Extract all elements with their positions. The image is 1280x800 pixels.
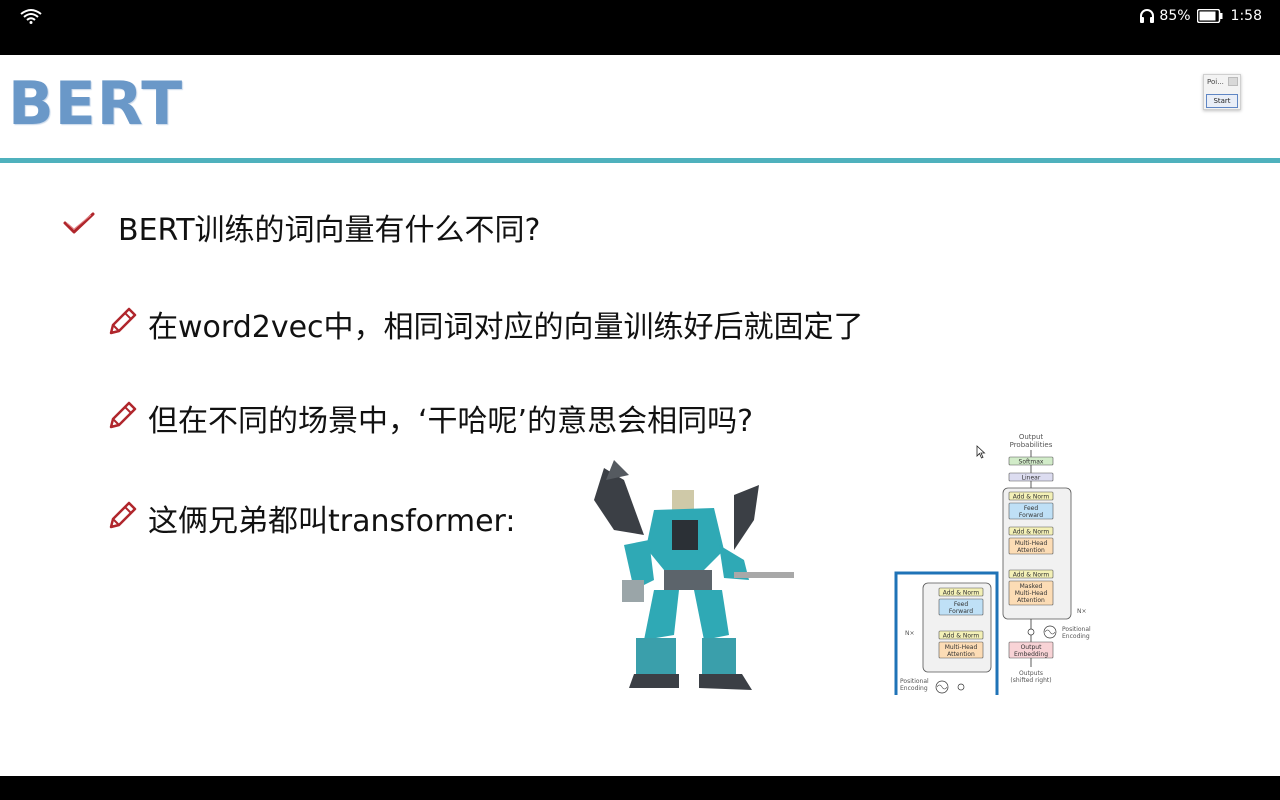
- diagram-label-add-norm: Add & Norm: [943, 633, 980, 640]
- diagram-label-softmax: Softmax: [1019, 459, 1044, 466]
- diagram-label-output-emb: Output: [1021, 644, 1042, 651]
- bullet-text-word2vec: 在word2vec中，相同词对应的向量训练好后就固定了: [148, 310, 864, 345]
- diagram-label-add-norm: Add & Norm: [1013, 572, 1050, 579]
- diagram-label-nx: N×: [1077, 608, 1087, 615]
- check-icon: [63, 212, 95, 234]
- status-indicators: 85% 1:58: [1139, 6, 1262, 26]
- transformer-architecture-diagram: Output Probabilities Softmax Linear Add …: [894, 433, 1091, 695]
- diagram-label-add-norm: Add & Norm: [943, 590, 980, 597]
- diagram-label-add-norm: Add & Norm: [1013, 529, 1050, 536]
- battery-percent: 85%: [1159, 8, 1191, 24]
- pointer-tool-widget[interactable]: Poi... Start: [1203, 74, 1241, 110]
- headphones-icon: [1140, 9, 1155, 23]
- diagram-label-attention: Attention: [947, 651, 975, 658]
- slide-title: BERT: [8, 69, 184, 139]
- diagram-label-multi-head: Multi-Head: [1015, 540, 1048, 547]
- diagram-label-feed: Feed: [954, 601, 969, 608]
- diagram-label-outputs: Outputs: [1019, 670, 1043, 677]
- pencil-icon: [109, 307, 137, 335]
- diagram-label-nx: N×: [905, 630, 915, 637]
- wifi-icon: [20, 9, 42, 24]
- diagram-label-attention: Attention: [1017, 597, 1045, 604]
- start-button[interactable]: Start: [1206, 94, 1238, 108]
- battery-icon: [1196, 9, 1223, 23]
- clock: 1:58: [1230, 8, 1262, 24]
- diagram-label-feed: Feed: [1024, 505, 1039, 512]
- transformer-robot-image: [594, 460, 794, 690]
- diagram-label-multi-head: Multi-Head: [945, 644, 978, 651]
- diagram-label-multi-head: Multi-Head: [1015, 590, 1048, 597]
- navigation-bar: [0, 776, 1280, 800]
- diagram-label-forward: Forward: [949, 608, 973, 615]
- diagram-label-output: Output: [1019, 433, 1044, 441]
- diagram-label-positional: Positional: [1062, 626, 1091, 633]
- diagram-label-forward: Forward: [1019, 512, 1043, 519]
- pencil-icon: [109, 401, 137, 429]
- diagram-label-embedding: Embedding: [1014, 651, 1048, 658]
- diagram-label-linear: Linear: [1022, 475, 1041, 482]
- diagram-label-add-norm: Add & Norm: [1013, 494, 1050, 501]
- pointer-tool-label: Poi...: [1207, 78, 1224, 86]
- diagram-label-positional: Positional: [900, 678, 929, 685]
- bullet-text-context: 但在不同的场景中，‘干哈呢’的意思会相同吗?: [148, 404, 753, 439]
- diagram-label-encoding: Encoding: [900, 685, 928, 692]
- status-bar: 85% 1:58: [0, 0, 1280, 55]
- diagram-label-shifted-right: (shifted right): [1010, 677, 1051, 684]
- diagram-label-encoding: Encoding: [1062, 633, 1090, 640]
- title-divider: [0, 158, 1280, 163]
- pointer-tool-close-button[interactable]: [1228, 77, 1238, 86]
- diagram-label-masked: Masked: [1020, 583, 1043, 590]
- pencil-icon: [109, 501, 137, 529]
- diagram-label-probabilities: Probabilities: [1010, 441, 1053, 449]
- mouse-cursor-icon: [976, 445, 986, 459]
- slide-heading: BERT训练的词向量有什么不同?: [118, 213, 541, 248]
- diagram-label-attention: Attention: [1017, 547, 1045, 554]
- slide: BERT Poi... Start BERT训练的词向量有什么不同? 在word…: [0, 55, 1280, 776]
- bullet-text-transformer: 这俩兄弟都叫transformer:: [148, 504, 516, 539]
